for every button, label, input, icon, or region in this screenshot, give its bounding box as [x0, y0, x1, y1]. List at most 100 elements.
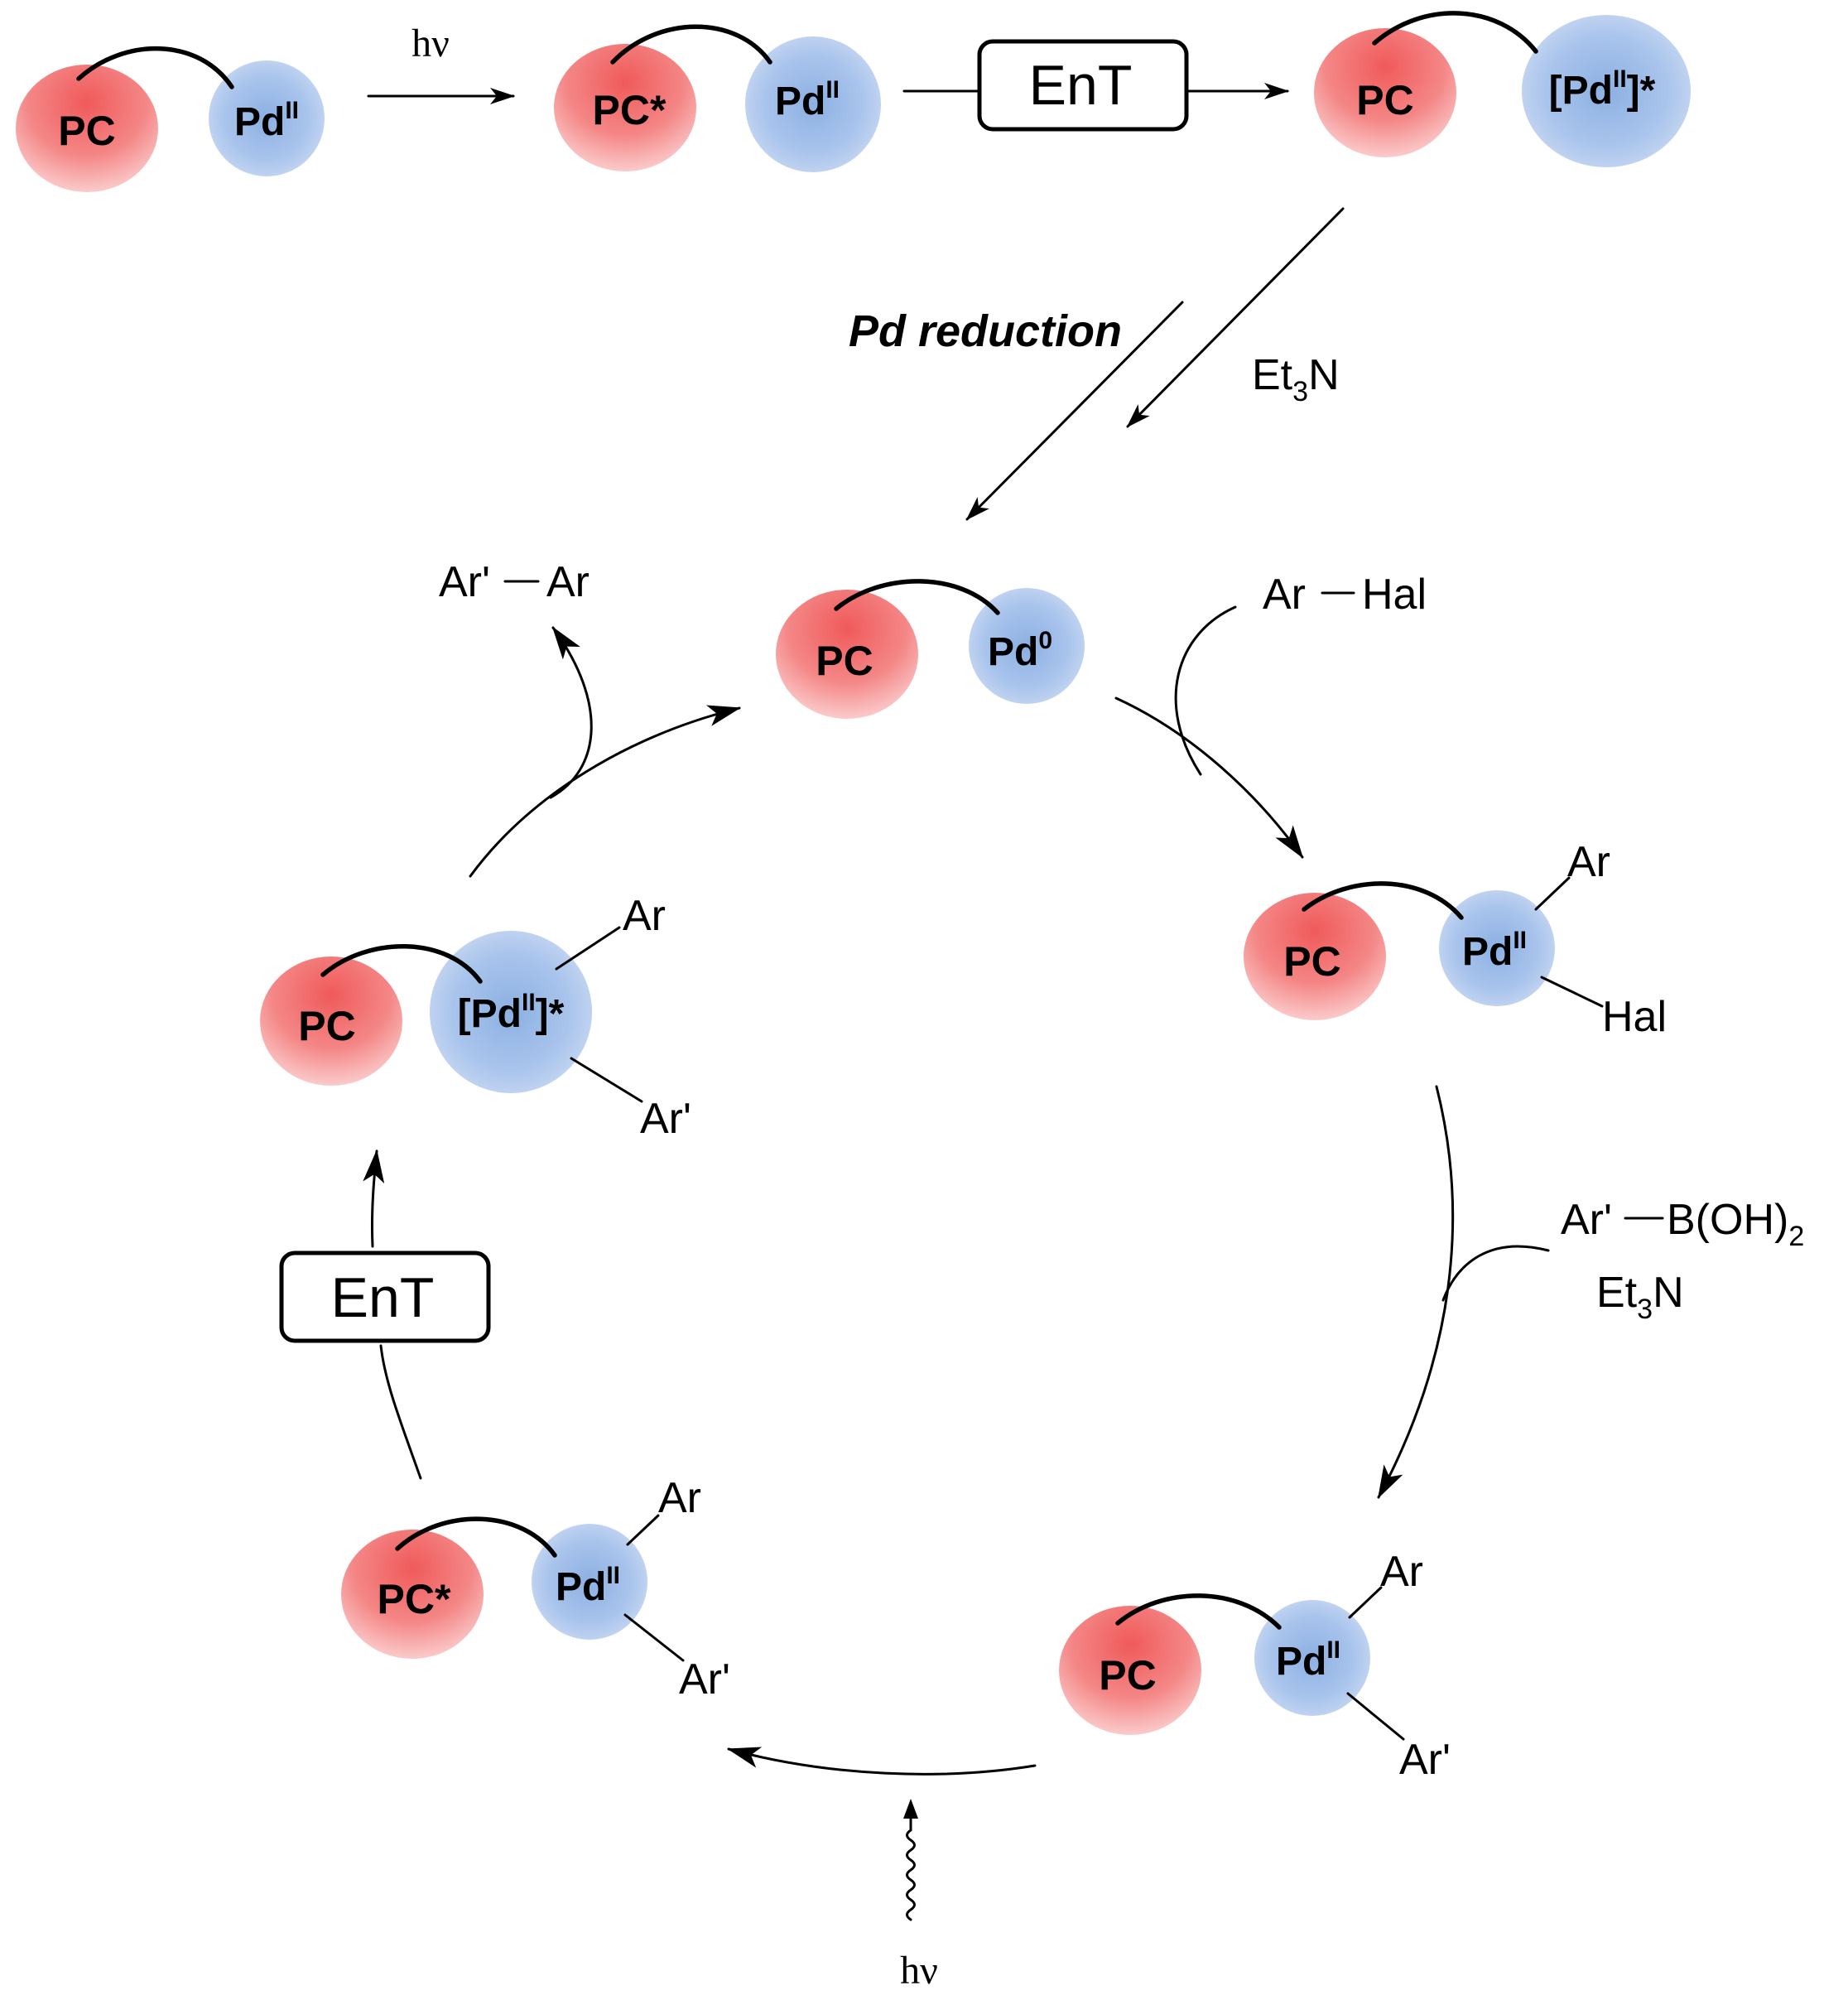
- pc-excited-label: PC*: [378, 1576, 451, 1622]
- bracket-open: [: [1549, 69, 1562, 113]
- complex-pc-pd-ii-top-left: PC PdII: [16, 46, 325, 192]
- ent-label: EnT: [331, 1266, 435, 1329]
- arrow-to-pd0: [965, 301, 1184, 521]
- ent-label: EnT: [1029, 54, 1133, 117]
- ar-prime-label: Ar': [640, 1095, 691, 1143]
- svg-text:PC: PC: [1283, 938, 1340, 985]
- svg-text:B(OH)2: B(OH)2: [1667, 1196, 1804, 1252]
- pd-label: Pd: [775, 80, 825, 123]
- transmetalation-arrow: [1377, 1085, 1455, 1499]
- pd-label: Pd: [471, 992, 522, 1036]
- hv-label: hν: [411, 22, 450, 65]
- oxidative-addition-arrow: [1114, 696, 1304, 859]
- energy-transfer-step-cycle: EnT: [279, 1149, 491, 1480]
- pd-oxidation-state: II: [1613, 65, 1627, 93]
- arrow-upper: [363, 1149, 385, 1248]
- bond-ar-prime: [1346, 1692, 1405, 1741]
- complex-pd-ii-excited-ar-arprime: PC [PdII]* Ar Ar': [260, 892, 691, 1143]
- svg-text:Et3N: Et3N: [1596, 1269, 1684, 1325]
- linker-arc: [1115, 1593, 1282, 1630]
- et3n-n: N: [1308, 351, 1340, 399]
- pd-sphere: [532, 1524, 647, 1640]
- pd-reduction-step: Pd reduction Et3N: [849, 207, 1345, 521]
- pd-oxidation-state: II: [1513, 927, 1527, 954]
- ar-prime-label: Ar': [1561, 1196, 1612, 1244]
- svg-text:PC: PC: [1356, 77, 1413, 123]
- svg-text:Et3N: Et3N: [1252, 351, 1340, 407]
- pd-label: Pd: [556, 1565, 606, 1609]
- bond-ar: [555, 926, 621, 971]
- pd-oxidation-state: 0: [1038, 627, 1052, 654]
- pc-sphere: [1244, 893, 1386, 1020]
- svg-text:PC*: PC*: [593, 87, 667, 133]
- svg-text:PC: PC: [58, 108, 115, 154]
- linker-arc: [834, 579, 1000, 615]
- arrow-lower: [379, 1344, 422, 1480]
- pd-label: Pd: [1276, 1640, 1326, 1684]
- hv-label: hν: [900, 1949, 938, 1993]
- arrow-reduction: [1126, 207, 1345, 428]
- pc-sphere: [1059, 1606, 1201, 1735]
- pd-oxidation-state: II: [1326, 1636, 1340, 1664]
- svg-text:PdII: PdII: [1276, 1636, 1340, 1684]
- photoexcitation-arrow: [727, 1747, 1037, 1776]
- pd-sphere: [745, 36, 881, 172]
- ar-label: Ar: [1380, 1548, 1423, 1596]
- pc-sphere: [16, 65, 158, 192]
- et3n-subscript: 3: [1292, 376, 1308, 407]
- reagent-entry-curve: [1441, 1245, 1550, 1302]
- hal-label: Hal: [1602, 993, 1667, 1041]
- svg-text:PC: PC: [298, 1003, 355, 1049]
- ar-label: Ar: [658, 1474, 701, 1522]
- light-irradiation-bottom: hν: [900, 1799, 938, 1993]
- ar-prime-label: Ar': [679, 1655, 730, 1703]
- svg-text:PC*: PC*: [378, 1576, 451, 1622]
- ar-label: Ar: [623, 892, 666, 940]
- pd-oxidation-state: II: [285, 97, 299, 124]
- et3n-et: Et: [1252, 351, 1293, 399]
- pc-label: PC: [58, 108, 115, 154]
- pc-sphere: [260, 957, 402, 1086]
- svg-text:PC: PC: [1099, 1652, 1156, 1699]
- aryl-halide-reagent: Ar Hal: [1174, 571, 1427, 776]
- svg-text:PdII: PdII: [234, 97, 299, 144]
- pc-label: PC: [1283, 938, 1340, 985]
- coupling-product: Ar' Ar: [439, 558, 590, 606]
- pd-sphere: [969, 588, 1085, 704]
- ar-label: Ar: [1567, 838, 1610, 886]
- ar-prime-label: Ar': [1399, 1736, 1451, 1784]
- pc-sphere: [554, 44, 696, 171]
- pd-sphere: [1439, 890, 1555, 1006]
- wavy-arrow-head: [903, 1799, 918, 1819]
- ent-box: [977, 39, 1189, 132]
- svg-text:Pd0: Pd0: [988, 627, 1052, 674]
- complex-pc-excited-pd-ii-top: PC* PdII: [554, 24, 881, 172]
- bond-hal: [1540, 976, 1604, 1008]
- complex-pc-pd-ii-excited-top-right: PC [PdII]*: [1314, 11, 1691, 167]
- reagent-entry-curve: [1174, 605, 1237, 776]
- complex-pc-pd-0: PC Pd0: [776, 579, 1085, 719]
- et3n-subscript: 3: [1637, 1294, 1653, 1325]
- pd-label: Pd: [234, 100, 285, 144]
- svg-text:PdII: PdII: [775, 76, 840, 123]
- boronic-acid-reagent: Ar' B(OH)2 Et3N: [1561, 1196, 1804, 1325]
- et3n-et: Et: [1596, 1269, 1638, 1317]
- linker-arc: [76, 46, 234, 89]
- pd-oxidation-state: II: [606, 1562, 620, 1589]
- product-release-curve: [549, 626, 593, 799]
- linker-arc: [1302, 881, 1464, 920]
- ent-box: [279, 1250, 491, 1343]
- pd-label: Pd: [1462, 930, 1513, 974]
- ar-label: Ar: [1263, 571, 1306, 619]
- pd-reduction-label: Pd reduction: [849, 306, 1122, 356]
- pd-sphere: [1522, 15, 1691, 167]
- bond-ar: [1348, 1586, 1383, 1619]
- pc-label: PC: [1099, 1652, 1156, 1699]
- svg-text:PC: PC: [816, 638, 873, 684]
- et3n-n: N: [1653, 1269, 1684, 1317]
- svg-text:[PdII]*: [PdII]*: [1549, 65, 1656, 113]
- ar-label: Ar: [546, 558, 590, 606]
- svg-text:PdII: PdII: [556, 1562, 620, 1609]
- linker-arc: [610, 24, 772, 65]
